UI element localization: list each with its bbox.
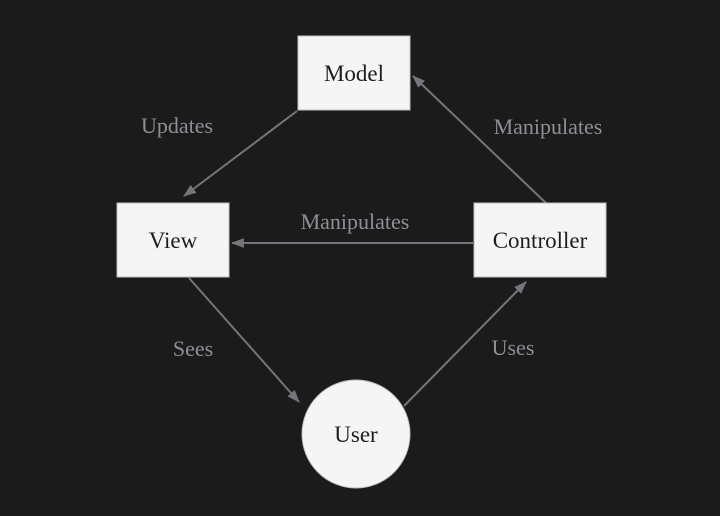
node-model-label: Model xyxy=(324,61,384,86)
node-view-box xyxy=(116,202,230,278)
node-controller-label: Controller xyxy=(493,228,588,253)
node-model: Model xyxy=(297,35,411,111)
node-user: User xyxy=(301,379,411,489)
node-view: View xyxy=(116,202,230,278)
edge-view-to-user xyxy=(188,277,300,403)
edge-user-to-controller xyxy=(403,281,527,407)
node-user-circle xyxy=(301,379,411,489)
node-model-box xyxy=(297,35,411,111)
node-view-label: View xyxy=(149,228,198,253)
edge-label-manipulates-view: Manipulates xyxy=(301,209,410,234)
edge-model-to-view xyxy=(183,110,298,197)
edge-controller-to-model xyxy=(412,75,548,205)
node-controller: Controller xyxy=(473,202,607,278)
node-controller-box xyxy=(473,202,607,278)
edge-label-uses: Uses xyxy=(492,335,535,360)
edge-label-sees: Sees xyxy=(173,336,213,361)
edge-label-manipulates-model: Manipulates xyxy=(494,114,603,139)
edge-label-updates: Updates xyxy=(141,113,213,138)
node-user-label: User xyxy=(334,422,378,447)
